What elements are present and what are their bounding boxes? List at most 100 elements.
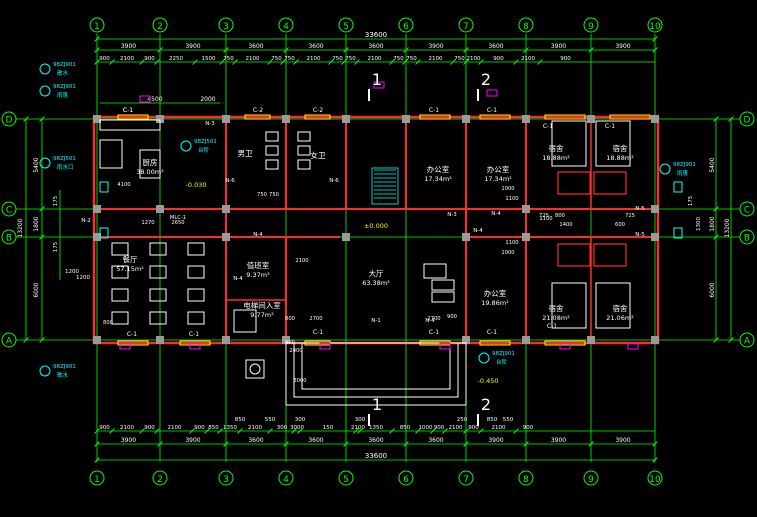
dim-tick — [415, 428, 421, 434]
window-top — [544, 114, 586, 120]
misc-dim: 1100 — [539, 216, 552, 222]
room-area: 17.34m² — [484, 175, 512, 183]
section-mark: 2 — [481, 395, 491, 414]
structural-column — [222, 115, 230, 123]
kitchen-counter — [139, 149, 161, 179]
dim-text-top-detail: 2100 — [429, 56, 443, 62]
dim-tick — [713, 234, 719, 240]
dim-tick — [343, 47, 349, 53]
dim-text-left-inner: 1200 — [76, 275, 90, 281]
dim-tick — [389, 59, 395, 65]
detail-ref: 98ZJ901 — [53, 364, 76, 370]
dim-tick — [403, 47, 409, 53]
room-area: 18.88m² — [542, 154, 570, 162]
dim-tick — [652, 47, 658, 53]
door-label: N-1 — [371, 318, 381, 324]
dim-text-top-detail: 900 — [493, 56, 504, 62]
axis-label-bottom: 5 — [343, 475, 349, 485]
dim-tick — [652, 36, 658, 42]
dim-text-bottom-detail: 900 — [523, 425, 534, 431]
room-area: 17.34m² — [424, 175, 452, 183]
room-name: 宿舍 — [613, 143, 628, 153]
structural-column — [587, 115, 595, 123]
door-label: N-6 — [225, 178, 235, 184]
detail-ref-bubble — [478, 352, 490, 364]
dim-text-bottom-bay: 3600 — [368, 437, 383, 444]
dim-text-left: 5400 — [33, 157, 40, 172]
window-label: C-1 — [543, 123, 553, 130]
window-label: C-1 — [123, 107, 133, 114]
dim-tick — [94, 428, 100, 434]
misc-dim: 1100 — [505, 240, 518, 246]
room-name: 宿舍 — [613, 303, 628, 313]
section-mark: 2 — [481, 70, 491, 89]
structural-column — [587, 336, 595, 344]
axis-bubble-bottom — [583, 470, 599, 486]
dim-text-top-bay: 3900 — [615, 43, 630, 50]
dim-tick — [267, 428, 273, 434]
dim-tick — [523, 441, 529, 447]
dim-tick — [157, 441, 163, 447]
door-label: N-3 — [447, 212, 457, 218]
dim-tick — [415, 59, 421, 65]
structural-column — [282, 336, 290, 344]
dim-text-top-detail: 750 — [454, 56, 465, 62]
misc-dim: 2700 — [427, 316, 440, 322]
room-name: 餐厅 — [123, 255, 138, 264]
axis-bubble-top — [278, 17, 294, 33]
dim-tick — [513, 428, 519, 434]
dim-text-top-detail: 750 — [406, 56, 417, 62]
magenta-fixture — [486, 89, 498, 97]
dim-tick — [328, 59, 334, 65]
dining-table — [111, 311, 129, 325]
dim-tick — [23, 116, 29, 122]
door-label: N-5 — [635, 206, 645, 212]
axis-label-right: D — [744, 116, 751, 126]
dim-tick — [283, 441, 289, 447]
dim-text-bottom-detail: 1350 — [223, 425, 237, 431]
axis-label-bottom: 8 — [523, 475, 529, 485]
axis-bubble-top — [218, 17, 234, 33]
dim-text-left-inner: 175 — [53, 195, 59, 206]
axis-label-top: 5 — [343, 22, 349, 32]
dim-text-bottom-small: 250 — [457, 417, 468, 423]
detail-label: 雨篷 — [677, 169, 689, 177]
dim-text-top-bay: 3600 — [308, 43, 323, 50]
text-layer: 厨房38.00m²餐厅57.15m²男卫女卫值班室9.37m²电梯间入室9.77… — [39, 62, 696, 426]
dim-text-bottom-bay: 3900 — [551, 437, 566, 444]
dim-text-bottom-detail: 2100 — [449, 425, 463, 431]
well-box — [245, 359, 265, 379]
toilet-stall — [265, 131, 279, 142]
axis-bubble-bottom — [458, 470, 474, 486]
dim-tick — [463, 47, 469, 53]
dim-tick — [297, 428, 303, 434]
dorm-bath-4 — [595, 282, 631, 329]
dim-text-bottom-small: 550 — [265, 417, 276, 423]
window-label: C-2 — [253, 107, 263, 114]
dim-tick — [403, 441, 409, 447]
toilet-stall — [265, 159, 279, 170]
fixture-layer — [99, 81, 683, 406]
misc-dim: 2100 — [295, 258, 308, 264]
room-name: 女卫 — [311, 150, 326, 160]
dim-tick — [341, 59, 347, 65]
toilet-stall — [297, 159, 311, 170]
axis-bubble-right — [739, 201, 755, 217]
detail-ref-bubble — [39, 157, 51, 169]
dim-tick — [537, 59, 543, 65]
misc-dim: 725 — [539, 213, 549, 219]
magenta-fixture — [139, 95, 151, 103]
window-bottom — [117, 340, 149, 346]
axis-bubble-top — [89, 17, 105, 33]
structural-column — [462, 233, 470, 241]
dim-tick — [94, 441, 100, 447]
dim-text-top-bay: 3600 — [368, 43, 383, 50]
dim-tick — [478, 59, 484, 65]
dim-tick — [157, 47, 163, 53]
room-area: 21.08m² — [542, 314, 570, 322]
axis-label-top: 9 — [588, 22, 594, 32]
dim-text-bottom-bay: 3900 — [121, 437, 136, 444]
axis-bubble-bottom — [278, 470, 294, 486]
dim-tick — [283, 47, 289, 53]
